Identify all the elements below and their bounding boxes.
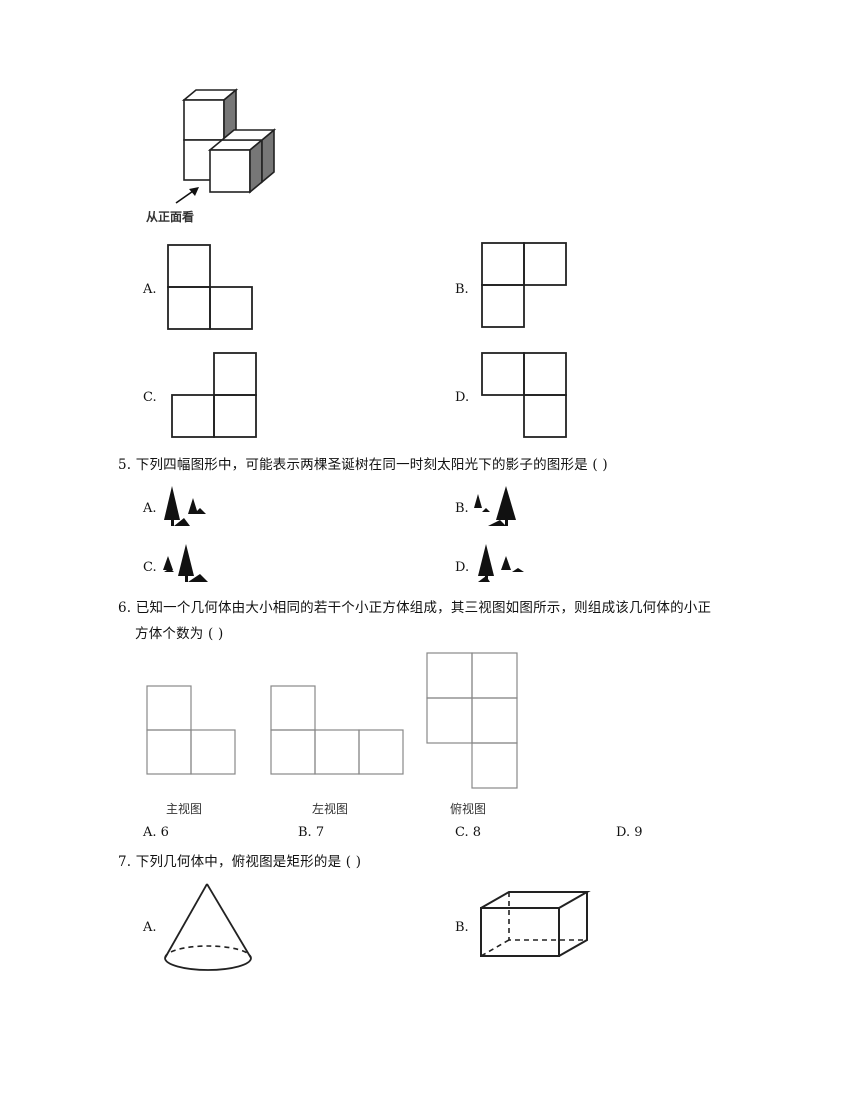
q5-option-a-label[interactable]: A. bbox=[143, 501, 157, 516]
q4-option-c-figure bbox=[171, 352, 257, 438]
q6-front-view-figure bbox=[146, 685, 236, 775]
q6-question-line-2: 方体个数为 ( ) bbox=[135, 626, 224, 642]
q7-option-a-cone-figure bbox=[164, 883, 252, 971]
q4-option-c-label[interactable]: C. bbox=[143, 390, 157, 405]
q5-option-d-label[interactable]: D. bbox=[455, 560, 470, 575]
q6-top-view-caption: 俯视图 bbox=[450, 802, 487, 816]
cube-stack-figure bbox=[181, 88, 277, 194]
q6-option-c[interactable]: C. 8 bbox=[455, 825, 482, 840]
q4-option-b-figure bbox=[481, 242, 567, 328]
q7-option-b-cuboid-figure bbox=[480, 891, 591, 957]
q5-option-b-tree-shadow-figure bbox=[474, 486, 516, 526]
q6-option-a[interactable]: A. 6 bbox=[143, 825, 169, 840]
q6-left-view-figure bbox=[270, 685, 404, 775]
q6-top-view-figure bbox=[426, 652, 518, 789]
q5-question-text: 5. 下列四幅图形中，可能表示两棵圣诞树在同一时刻太阳光下的影子的图形是 ( ) bbox=[118, 457, 608, 473]
q6-front-view-caption: 主视图 bbox=[166, 802, 203, 816]
q7-question-text: 7. 下列几何体中，俯视图是矩形的是 ( ) bbox=[118, 854, 362, 870]
q4-option-d-figure bbox=[481, 352, 567, 438]
q5-option-c-tree-shadow-figure bbox=[163, 544, 208, 582]
q4-option-b-label[interactable]: B. bbox=[455, 282, 469, 297]
q4-option-a-label[interactable]: A. bbox=[143, 282, 157, 297]
q6-left-view-caption: 左视图 bbox=[312, 802, 349, 816]
q7-option-b-label[interactable]: B. bbox=[455, 920, 469, 935]
q6-option-b[interactable]: B. 7 bbox=[298, 825, 325, 840]
q7-option-a-label[interactable]: A. bbox=[143, 920, 157, 935]
front-view-caption: 从正面看 bbox=[146, 210, 195, 224]
q5-option-b-label[interactable]: B. bbox=[455, 501, 469, 516]
q4-option-d-label[interactable]: D. bbox=[455, 390, 470, 405]
q5-option-c-label[interactable]: C. bbox=[143, 560, 157, 575]
q5-option-a-tree-shadow-figure bbox=[164, 486, 206, 526]
q5-option-d-tree-shadow-figure bbox=[478, 544, 524, 582]
view-direction-arrow-icon bbox=[175, 187, 199, 204]
q6-option-d[interactable]: D. 9 bbox=[616, 825, 643, 840]
q4-option-a-figure bbox=[167, 244, 253, 330]
q6-question-line-1: 6. 已知一个几何体由大小相同的若干个小正方体组成，其三视图如图所示，则组成该几… bbox=[118, 600, 712, 616]
